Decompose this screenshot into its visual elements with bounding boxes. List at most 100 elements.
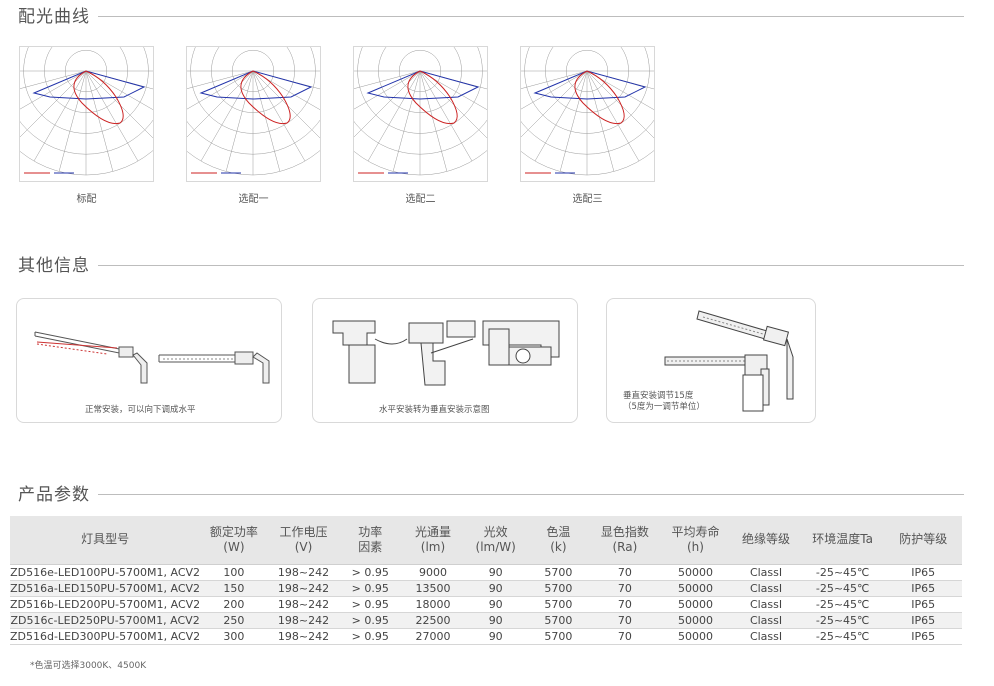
table-header-unit: (V) — [294, 539, 313, 554]
table-header-cell: 平均寿命(h) — [659, 516, 732, 564]
c0-curve — [574, 70, 625, 125]
polar-plot — [521, 47, 654, 176]
polar-chart-standard: 标配 — [19, 46, 154, 205]
polar-chart-caption: 选配二 — [405, 194, 436, 205]
polar-grid-spoke — [586, 70, 654, 90]
info-card-vertical-adjust: 垂直安装调节15度 （5度为一调节单位） — [606, 298, 816, 423]
table-cell: 9000 — [401, 563, 465, 581]
table-cell: 90 — [464, 612, 527, 629]
polar-grid-ring — [187, 119, 320, 155]
table-header-cell: 绝缘等级 — [731, 516, 801, 564]
vertical-adjust-illustration — [664, 310, 794, 412]
table-cell: 198~242 — [267, 612, 340, 629]
polar-grid-ring — [20, 119, 153, 155]
table-header-cell: 光效(lm/W) — [464, 516, 527, 564]
table-cell: 198~242 — [267, 628, 340, 645]
polar-grid-ring — [521, 150, 654, 176]
table-cell: IP65 — [884, 612, 962, 629]
table-cell: 22500 — [401, 612, 465, 629]
polar-chart-frame — [520, 46, 655, 182]
product-spec-table: 灯具型号额定功率(W)工作电压(V)功率因素光通量(lm)光效(lm/W)色温(… — [10, 516, 962, 645]
section-title-light-curve: 配光曲线 — [18, 2, 964, 27]
polar-grid-spoke — [85, 70, 139, 162]
table-cell: 5700 — [526, 563, 591, 581]
table-cell: 198~242 — [267, 580, 340, 597]
table-cell: > 0.95 — [339, 596, 402, 613]
c0-curve — [73, 70, 124, 125]
polar-grid-spoke — [559, 70, 588, 172]
polar-grid-spoke — [85, 70, 153, 139]
table-cell: 50000 — [659, 612, 732, 629]
polar-grid-spoke — [33, 70, 87, 162]
table-header-label: 显色指数 — [600, 524, 649, 539]
table-cell: 90 — [464, 563, 527, 581]
table-cell: ZD516a-LED150PU-5700M1, ACV2 — [10, 580, 201, 597]
polar-grid-ring — [20, 150, 153, 176]
table-cell: 5700 — [526, 596, 591, 613]
table-cell: ClassI — [731, 563, 801, 581]
table-header-cell: 工作电压(V) — [267, 516, 340, 564]
table-cell: > 0.95 — [339, 580, 402, 597]
polar-grid-spoke — [586, 70, 640, 162]
table-cell: 13500 — [401, 580, 465, 597]
table-cell: > 0.95 — [339, 628, 402, 645]
table-cell: 27000 — [401, 628, 465, 645]
info-card-caption-line2: （5度为一调节单位） — [623, 402, 705, 412]
table-cell: ClassI — [731, 596, 801, 613]
table-header-cell: 显色指数(Ra) — [590, 516, 660, 564]
polar-plot — [354, 47, 487, 176]
polar-grid-spoke — [187, 70, 254, 138]
table-header-unit: 因素 — [358, 539, 383, 554]
table-header-cell: 环境温度Ta — [800, 516, 885, 564]
polar-chart-caption: 选配一 — [238, 194, 269, 205]
polar-grid-spoke — [85, 70, 114, 172]
table-cell: 198~242 — [267, 563, 340, 581]
table-header-cell: 灯具型号 — [10, 516, 201, 564]
table-cell: ClassI — [731, 612, 801, 629]
polar-plot — [20, 47, 153, 176]
table-cell: > 0.95 — [339, 612, 402, 629]
table-cell: 70 — [590, 612, 660, 629]
table-header-row: 灯具型号额定功率(W)工作电压(V)功率因素光通量(lm)光效(lm/W)色温(… — [10, 516, 962, 564]
table-header-cell: 功率因素 — [339, 516, 402, 564]
table-header-unit: (W) — [223, 539, 245, 554]
color-temp-note: *色温可选择3000K、4500K — [30, 661, 147, 671]
table-cell: ClassI — [731, 628, 801, 645]
polar-chart-option-3: 选配三 — [520, 46, 655, 205]
table-cell: ZD516e-LED100PU-5700M1, ACV2 — [10, 563, 201, 581]
table-cell: 198~242 — [267, 596, 340, 613]
table-header-label: 绝缘等级 — [742, 532, 791, 547]
table-cell: 100 — [200, 563, 268, 581]
polar-plot — [187, 47, 320, 176]
polar-chart-frame — [186, 46, 321, 182]
polar-grid-spoke — [419, 70, 487, 139]
table-cell: 5700 — [526, 628, 591, 645]
table-header-label: 平均寿命 — [671, 524, 720, 539]
polar-grid-spoke — [354, 70, 421, 110]
polar-grid-spoke — [20, 70, 87, 110]
polar-grid-spoke — [187, 70, 254, 89]
table-header-label: 工作电压 — [279, 524, 328, 539]
polar-grid-spoke — [20, 70, 87, 138]
section-divider — [98, 265, 964, 266]
table-header-label: 防护等级 — [899, 532, 948, 547]
table-cell: IP65 — [884, 563, 962, 581]
polar-grid-spoke — [521, 70, 588, 110]
polar-chart-frame — [353, 46, 488, 182]
info-card-horizontal-to-vertical: 水平安装转为垂直安装示意图 — [312, 298, 578, 423]
table-cell: 250 — [200, 612, 268, 629]
table-cell: 90 — [464, 596, 527, 613]
section-divider — [98, 16, 964, 17]
polar-grid-spoke — [58, 70, 87, 172]
polar-grid-spoke — [586, 70, 654, 139]
polar-chart-option-2: 选配二 — [353, 46, 488, 205]
table-header-unit: (Ra) — [612, 539, 638, 554]
table-header-cell: 额定功率(W) — [200, 516, 268, 564]
polar-grid-ring — [521, 119, 654, 155]
polar-chart-option-1: 选配一 — [186, 46, 321, 205]
table-cell: 18000 — [401, 596, 465, 613]
polar-grid-spoke — [252, 70, 281, 172]
section-title-product-params: 产品参数 — [18, 480, 964, 505]
table-header-cell: 光通量(lm) — [401, 516, 465, 564]
polar-grid-spoke — [521, 70, 588, 138]
